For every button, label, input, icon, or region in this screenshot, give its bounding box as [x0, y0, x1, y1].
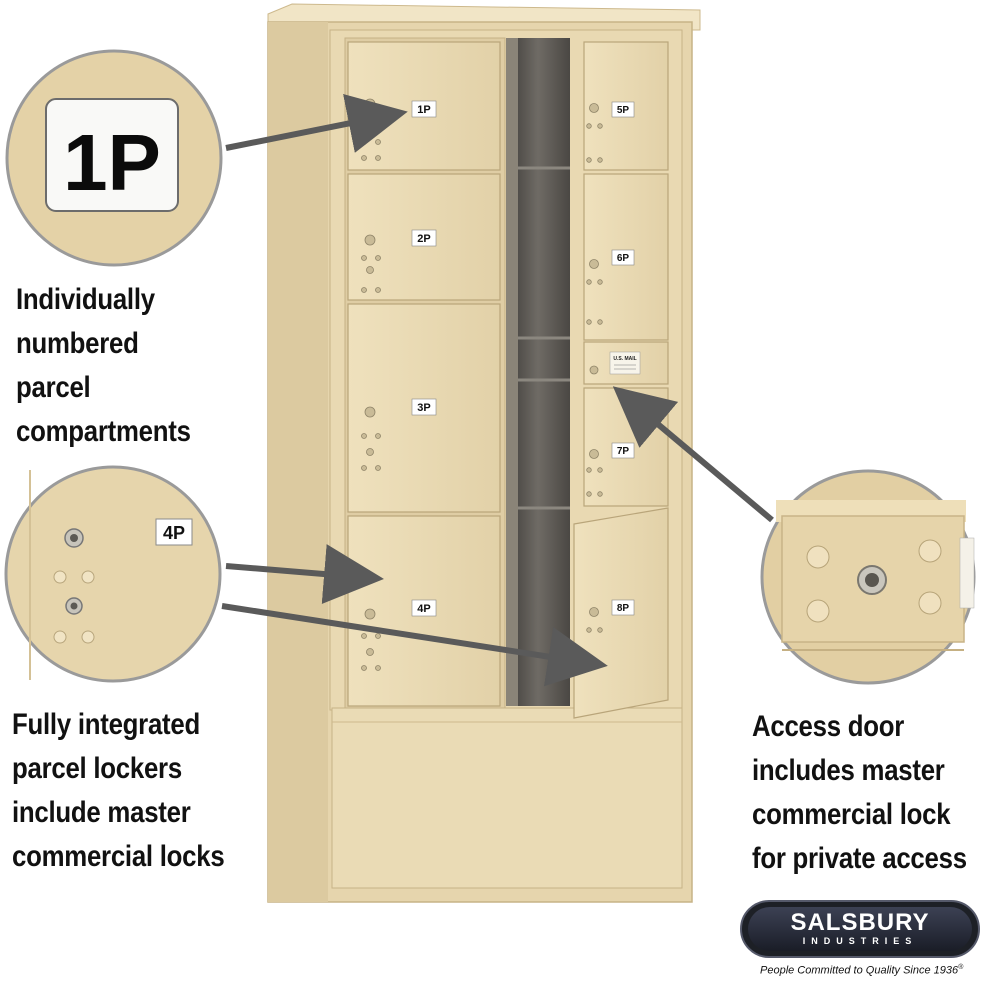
- brand-tagline-text: People Committed to Quality Since 1936: [760, 964, 959, 977]
- access-lock-callout: [760, 469, 976, 685]
- brand-tagline: People Committed to Quality Since 1936®: [760, 964, 963, 977]
- caption-access-door: Access door includes master commercial l…: [752, 705, 967, 881]
- brand-name: SALSBURY: [790, 909, 930, 936]
- caption-line: numbered: [16, 327, 139, 360]
- caption-line: for private access: [752, 842, 967, 875]
- callout-lock-label: 4P: [163, 523, 185, 543]
- callout-arrows: [221, 93, 774, 687]
- callout-number-label: 1P: [63, 118, 161, 207]
- caption-line: includes master: [752, 754, 945, 787]
- caption-line: compartments: [16, 415, 191, 448]
- brand-logo: SALSBURY INDUSTRIES People Committed to …: [738, 900, 984, 980]
- door-label-6p: 6P: [617, 253, 630, 264]
- caption-line: Access door: [752, 710, 905, 743]
- caption-line: Fully integrated: [12, 708, 200, 741]
- door-label-5p: 5P: [617, 105, 630, 116]
- caption-line: parcel lockers: [12, 752, 182, 785]
- door-label-8p: 8P: [617, 603, 630, 614]
- door-label-2p: 2P: [417, 233, 430, 245]
- brand-subtitle: INDUSTRIES: [802, 936, 918, 946]
- door-label-3p: 3P: [417, 402, 430, 414]
- caption-line: parcel: [16, 371, 91, 404]
- access-plate-label: U.S. MAIL: [613, 356, 636, 362]
- base-panel: [331, 707, 683, 889]
- caption-integrated-lockers: Fully integrated parcel lockers include …: [12, 703, 225, 879]
- caption-line: include master: [12, 796, 191, 829]
- registered-mark: ®: [958, 964, 964, 971]
- logo-badge: SALSBURY INDUSTRIES: [740, 900, 980, 958]
- caption-numbered-compartments: Individually numbered parcel compartment…: [16, 278, 191, 454]
- caption-line: Individually: [16, 283, 155, 316]
- caption-line: commercial lock: [752, 798, 951, 831]
- lock-callout: 4P: [4, 465, 222, 683]
- left-door-column: 1P 2P 3P 4P: [347, 41, 501, 707]
- door-label-1p: 1P: [417, 104, 430, 116]
- door-label-4p: 4P: [417, 603, 430, 615]
- number-callout: 1P: [5, 49, 223, 267]
- caption-line: commercial locks: [12, 840, 225, 873]
- door-label-7p: 7P: [617, 446, 630, 457]
- right-door-column: 5P 6P 7P 8P U.S. MAIL: [573, 41, 669, 719]
